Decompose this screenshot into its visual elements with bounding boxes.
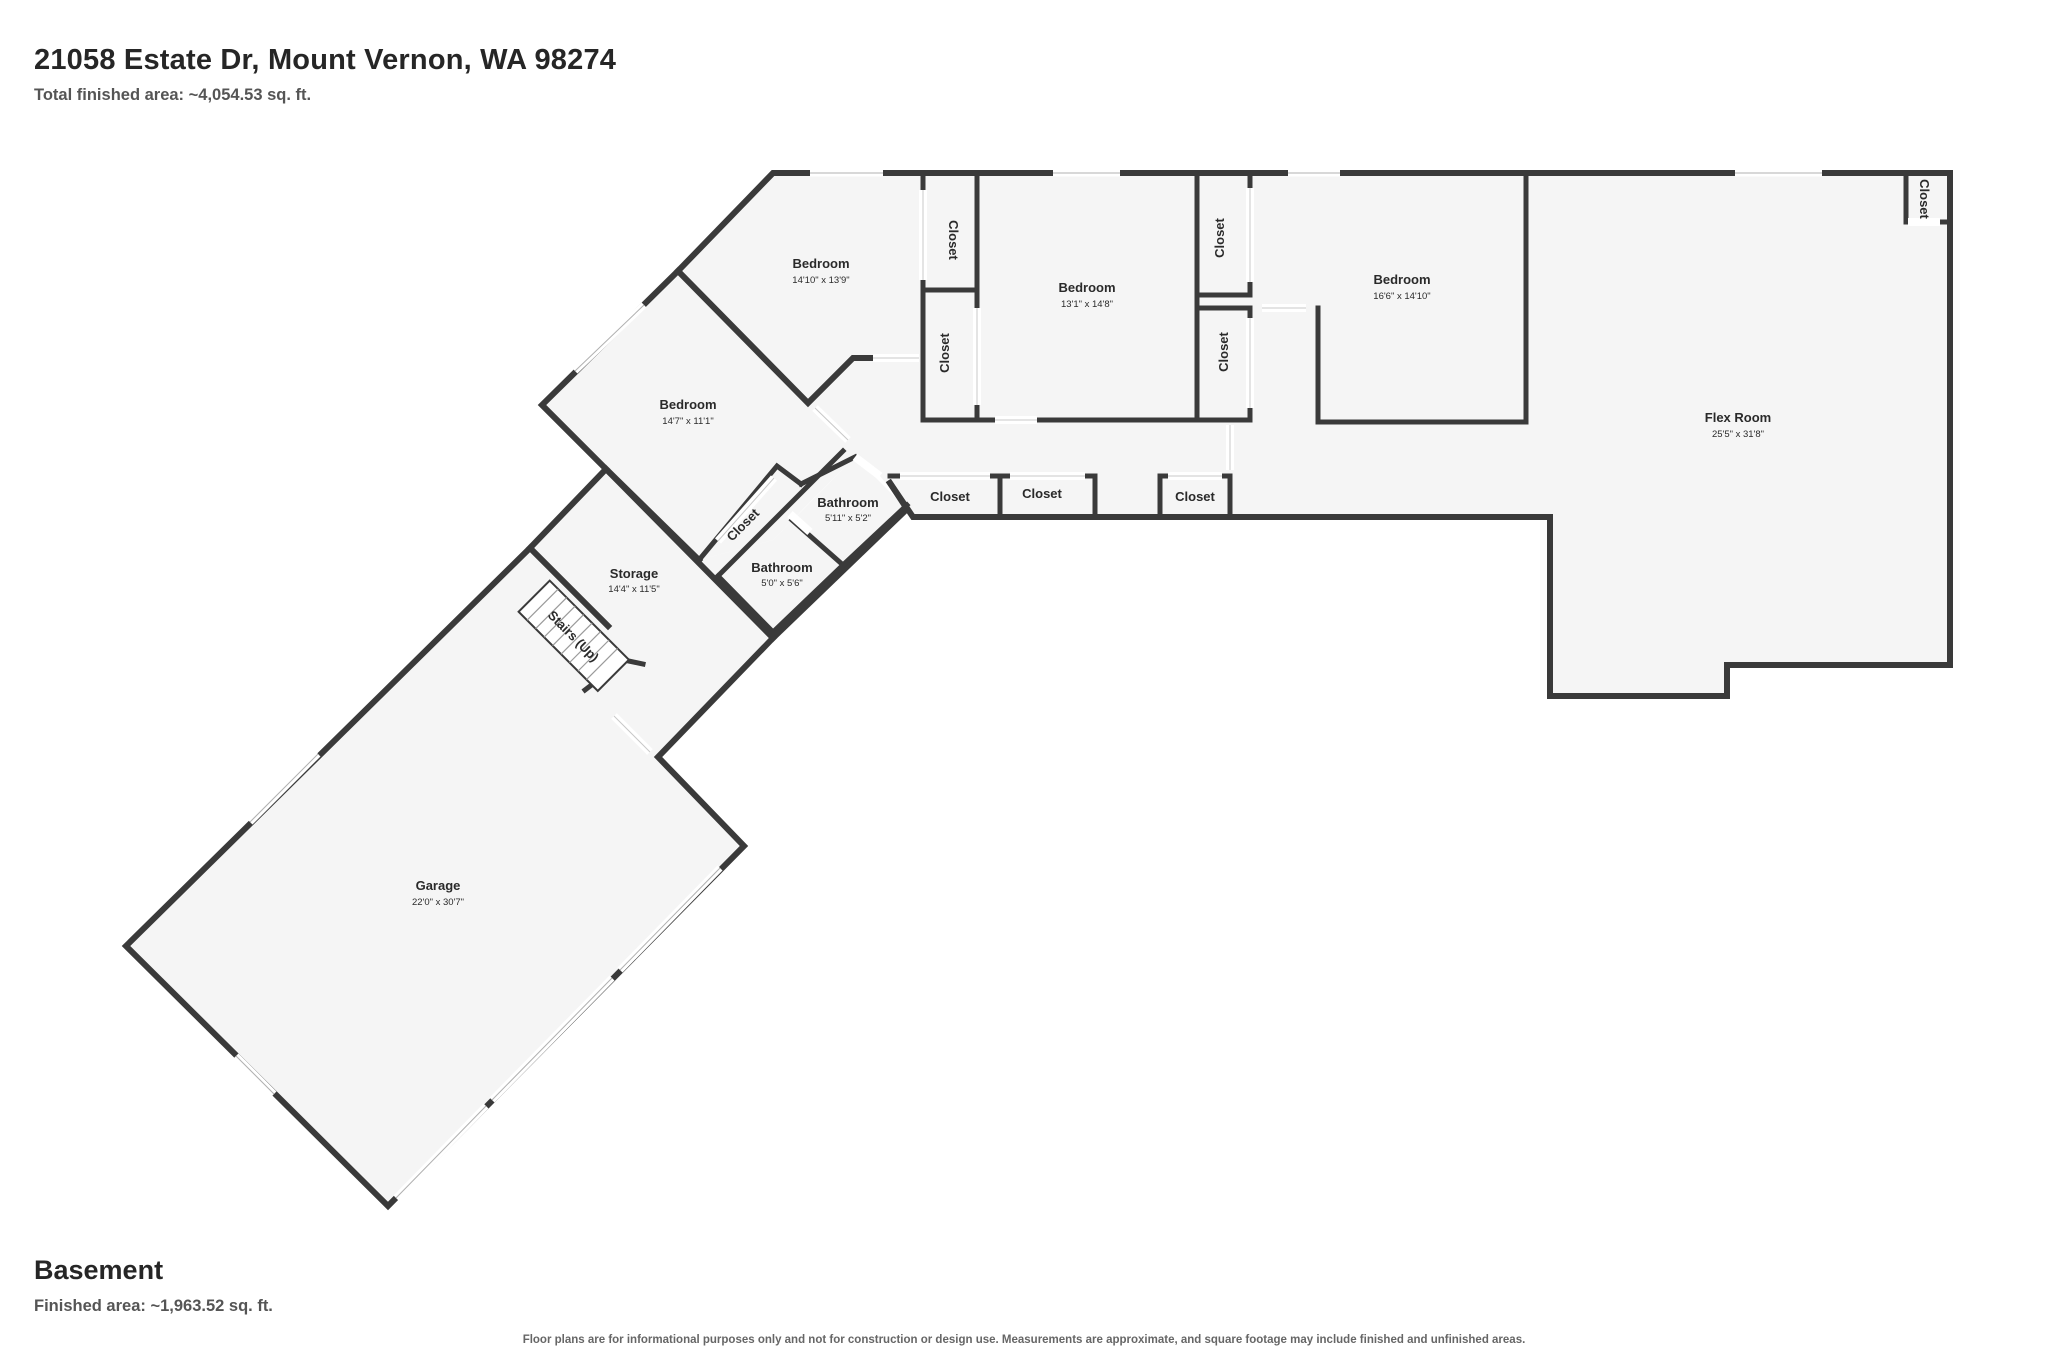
bedroom-3-name: Bedroom: [1373, 272, 1430, 287]
flex-room-name: Flex Room: [1705, 410, 1771, 425]
bedroom-1-dims: 14'10" x 13'9": [792, 275, 849, 286]
garage-door-1-line: [491, 977, 613, 1101]
door-bed4-closet-line: [717, 477, 775, 542]
stair-tread: [552, 614, 585, 647]
wall-storage-right: [768, 478, 911, 643]
bedroom-2-name: Bedroom: [1058, 280, 1115, 295]
wall-bedroom1-lower: [673, 266, 873, 408]
stair-tread: [586, 648, 619, 681]
floor-fill-upper: [678, 173, 1950, 696]
bathroom-2-dims: 5'0" x 5'6": [761, 578, 803, 589]
wall-garage-top: [525, 543, 613, 631]
stairs-box: [517, 579, 631, 693]
wall-bedroom3: [1315, 170, 1529, 425]
doors: [611, 188, 1940, 755]
stair-tread: [543, 605, 576, 638]
stair-tread: [535, 597, 568, 630]
total-area-label: Total finished area: ~4,054.53 sq. ft.: [34, 86, 312, 104]
closet-label: Closet: [1175, 489, 1215, 504]
flex-room-dims: 25'5" x 31'8": [1712, 429, 1764, 440]
closet-label: Closet: [946, 220, 961, 260]
bathroom-1-name: Bathroom: [817, 495, 878, 510]
floor-fill-garage: [126, 548, 744, 1206]
windows: [233, 169, 1822, 1201]
wall-bath-box: [714, 561, 847, 636]
door-bed4-line: [814, 407, 849, 441]
closet-label: Closet: [1022, 486, 1062, 501]
floor-area-label: Finished area: ~1,963.52 sq. ft.: [34, 1297, 273, 1315]
garage-name: Garage: [416, 878, 461, 893]
wall-storage-top: [601, 464, 778, 643]
window-bed4-line: [574, 304, 645, 372]
floor-fills: [126, 173, 1950, 1206]
stair-tread: [560, 622, 593, 655]
garage-door-3-line: [619, 867, 721, 971]
room-labels: Bedroom 14'10" x 13'9" Bedroom 13'1" x 1…: [412, 256, 1771, 908]
door-bath: [852, 453, 883, 480]
floor-fill-storage: [530, 457, 907, 757]
garage-door-2-line: [395, 1105, 487, 1199]
door-garage-line: [613, 715, 651, 753]
bedroom-1-name: Bedroom: [792, 256, 849, 271]
garage-dims: 22'0" x 30'7": [412, 897, 464, 908]
closet-label: Closet: [1212, 217, 1227, 257]
stair-tread: [569, 631, 602, 664]
door-bath-2: [787, 511, 813, 535]
stair-tread: [526, 588, 559, 621]
bedroom-2-dims: 13'1" x 14'8": [1061, 299, 1113, 310]
closet-label: Closet: [1216, 331, 1231, 371]
bedroom-3-dims: 16'6" x 14'10": [1373, 291, 1430, 302]
floor-fill-bedroom-4: [542, 271, 855, 560]
bedroom-4-dims: 14'7" x 11'1": [662, 416, 713, 427]
storage-name: Storage: [610, 566, 658, 581]
page-title: 21058 Estate Dr, Mount Vernon, WA 98274: [34, 44, 617, 76]
closet-label: Closet: [930, 489, 970, 504]
disclaimer: Floor plans are for informational purpos…: [522, 1334, 1526, 1346]
window-garage-2-line: [235, 1055, 275, 1095]
wall-bath-right: [839, 501, 911, 569]
storage-dims: 14'4" x 11'5": [608, 584, 659, 595]
bathroom-2-name: Bathroom: [751, 560, 812, 575]
closet-label: Closet: [1917, 179, 1932, 219]
window-garage-1-line: [249, 753, 319, 823]
closet-label: Closet: [937, 332, 952, 372]
bedroom-4-name: Bedroom: [659, 397, 716, 412]
wall-bath-top: [797, 453, 859, 488]
floor-name: Basement: [34, 1255, 164, 1285]
stair-tread: [577, 639, 610, 672]
bathroom-1-dims: 5'11" x 5'2": [825, 513, 871, 524]
